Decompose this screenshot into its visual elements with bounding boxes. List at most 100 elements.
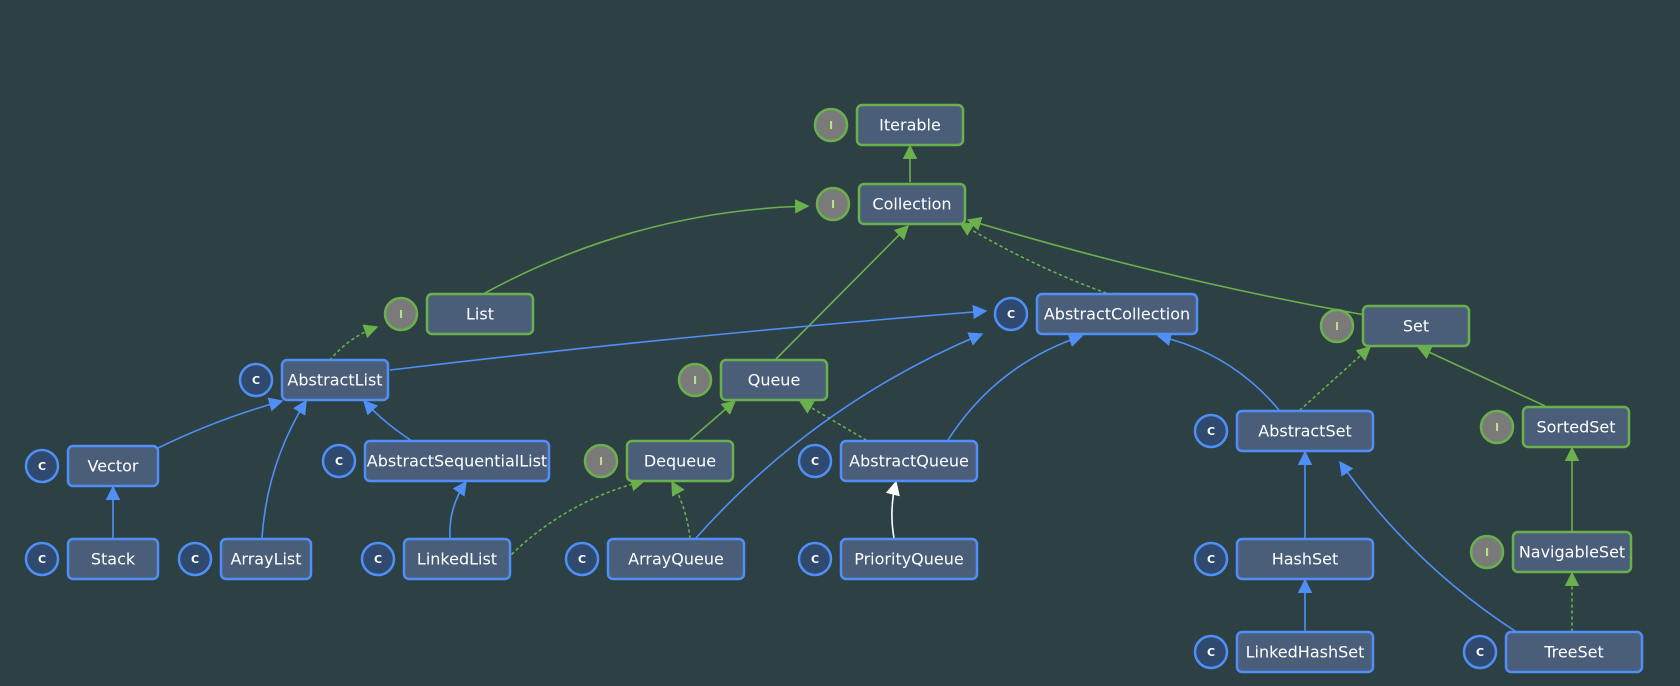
node-iterable[interactable]: I Iterable	[813, 103, 965, 147]
edge-vector-to-abstract-list	[157, 397, 284, 449]
edge-abstract-queue-to-abstract-collection	[947, 333, 1084, 441]
node-abstract-sequential-list[interactable]: C AbstractSequentialList	[321, 439, 551, 483]
node-label: PriorityQueue	[854, 550, 964, 569]
node-linked-hash-set[interactable]: C LinkedHashSet	[1193, 630, 1375, 674]
edge-set-to-collection	[966, 216, 1366, 316]
node-label: Stack	[91, 550, 136, 569]
class-badge-icon	[24, 541, 60, 577]
class-badge-icon	[797, 541, 833, 577]
node-sorted-set[interactable]: I SortedSet	[1479, 405, 1631, 449]
edge-abstract-set-to-set	[1299, 346, 1372, 411]
node-box	[857, 182, 967, 226]
badge-letter: C	[374, 553, 382, 566]
node-array-list[interactable]: C ArrayList	[177, 537, 313, 581]
edge-abstract-collection-to-collection	[958, 222, 1107, 294]
class-badge-icon	[1193, 634, 1229, 670]
node-label: ArrayQueue	[628, 550, 724, 569]
badge-letter: C	[1007, 308, 1015, 321]
badge-letter: C	[1476, 646, 1484, 659]
class-badge-icon	[564, 541, 600, 577]
edges-layer	[105, 144, 1580, 634]
class-badge-icon	[993, 296, 1029, 332]
class-badge-icon	[238, 362, 274, 398]
badge-letter: C	[1207, 553, 1215, 566]
badge-letter: C	[1207, 646, 1215, 659]
node-label: AbstractSet	[1258, 422, 1351, 441]
edge-linked-list-to-dequeue	[511, 477, 646, 555]
node-abstract-queue[interactable]: C AbstractQueue	[797, 439, 979, 483]
node-label: Dequeue	[644, 452, 716, 471]
node-label: AbstractQueue	[849, 452, 969, 471]
interface-badge-icon	[1469, 534, 1505, 570]
node-label: AbstractCollection	[1044, 305, 1190, 324]
edge-abstract-set-to-abstract-collection	[1156, 331, 1280, 411]
badge-letter: C	[811, 553, 819, 566]
badge-letter: C	[191, 553, 199, 566]
interface-badge-icon	[815, 186, 851, 222]
edge-dequeue-to-queue	[689, 400, 737, 441]
node-box	[1504, 630, 1644, 674]
node-box	[855, 103, 965, 147]
node-label: LinkedHashSet	[1246, 643, 1365, 662]
node-box	[1361, 304, 1471, 348]
node-label: Iterable	[879, 116, 941, 135]
interface-badge-icon	[813, 107, 849, 143]
node-box	[1235, 409, 1375, 453]
node-label: Collection	[872, 195, 951, 214]
edge-queue-to-collection	[775, 224, 910, 360]
badge-letter: I	[831, 198, 835, 211]
node-list[interactable]: I List	[383, 292, 535, 336]
interface-badge-icon	[383, 296, 419, 332]
node-label: Queue	[748, 371, 801, 390]
edge-priority-queue-to-abstract-queue	[885, 480, 900, 539]
badge-letter: C	[811, 455, 819, 468]
badge-letter: C	[38, 460, 46, 473]
node-abstract-collection[interactable]: C AbstractCollection	[993, 292, 1199, 336]
badge-letter: I	[399, 308, 403, 321]
class-badge-icon	[177, 541, 213, 577]
node-vector[interactable]: C Vector	[24, 444, 160, 488]
node-box	[425, 292, 535, 336]
interface-badge-icon	[1479, 409, 1515, 445]
node-box	[625, 439, 735, 483]
edge-array-queue-to-abstract-collection	[695, 332, 984, 539]
node-tree-set[interactable]: C TreeSet	[1462, 630, 1644, 674]
edge-array-queue-to-dequeue	[671, 480, 691, 539]
edge-array-list-to-abstract-list	[261, 399, 307, 539]
node-box	[839, 537, 979, 581]
badge-letter: I	[1485, 546, 1489, 559]
class-badge-icon	[1193, 413, 1229, 449]
node-label: Set	[1403, 317, 1429, 336]
edge-abstract-sequential-list-to-abstract-list	[363, 399, 413, 442]
class-badge-icon	[321, 443, 357, 479]
node-priority-queue[interactable]: C PriorityQueue	[797, 537, 979, 581]
edge-abstract-queue-to-queue	[798, 400, 867, 441]
node-box	[1235, 630, 1375, 674]
badge-letter: I	[1495, 421, 1499, 434]
class-badge-icon	[1462, 634, 1498, 670]
node-label: SortedSet	[1536, 418, 1615, 437]
badge-letter: C	[335, 455, 343, 468]
node-box	[839, 439, 979, 483]
node-collection[interactable]: I Collection	[815, 182, 967, 226]
edge-sorted-set-to-set	[1416, 345, 1546, 407]
node-label: List	[466, 305, 494, 324]
node-label: AbstractSequentialList	[367, 452, 547, 471]
badge-letter: C	[252, 374, 260, 387]
interface-badge-icon	[583, 443, 619, 479]
node-box	[606, 537, 746, 581]
node-label: Vector	[88, 457, 139, 476]
node-label: TreeSet	[1543, 643, 1604, 662]
badge-letter: I	[829, 119, 833, 132]
node-label: ArrayList	[230, 550, 301, 569]
